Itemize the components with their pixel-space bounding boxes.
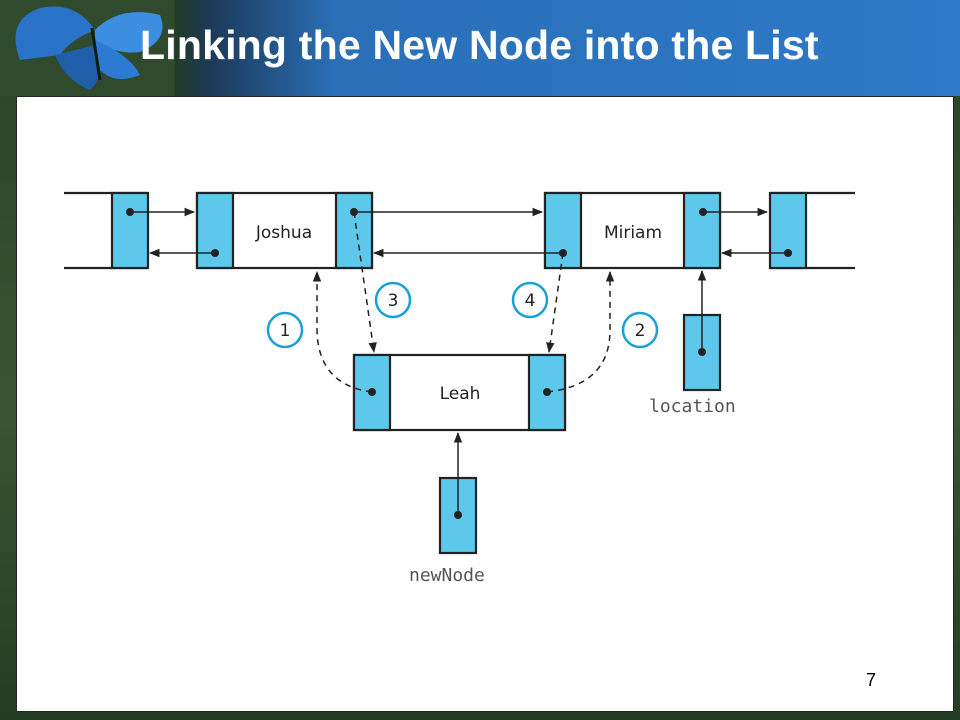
slide-title: Linking the New Node into the List xyxy=(140,22,819,68)
step-label-1: 1 xyxy=(280,321,291,341)
step-circle-2 xyxy=(621,311,659,349)
node-joshua xyxy=(195,191,374,270)
node-label-leah: Leah xyxy=(440,384,481,404)
step-circle-4 xyxy=(511,281,549,319)
step-label-4: 4 xyxy=(525,291,536,311)
butterfly-logo xyxy=(0,0,175,96)
node-leah xyxy=(352,353,567,432)
right-partial-node xyxy=(768,191,855,270)
node-miriam xyxy=(543,191,722,270)
dashed-arrow-step-2 xyxy=(546,270,615,393)
step-circle-3 xyxy=(374,281,412,319)
step-label-3: 3 xyxy=(388,291,399,311)
left-partial-node xyxy=(64,191,150,270)
pointer-label-newnode: newNode xyxy=(409,565,485,586)
node-label-joshua: Joshua xyxy=(255,223,312,243)
dashed-arrow-step-3 xyxy=(353,211,377,354)
step-circle-1 xyxy=(266,311,304,349)
page-number: 7 xyxy=(866,670,877,690)
dashed-arrow-step-4 xyxy=(546,252,564,354)
pointer-label-location: location xyxy=(649,396,736,417)
node-label-miriam: Miriam xyxy=(604,223,662,243)
step-label-2: 2 xyxy=(635,321,646,341)
dashed-arrow-step-1 xyxy=(312,270,373,393)
